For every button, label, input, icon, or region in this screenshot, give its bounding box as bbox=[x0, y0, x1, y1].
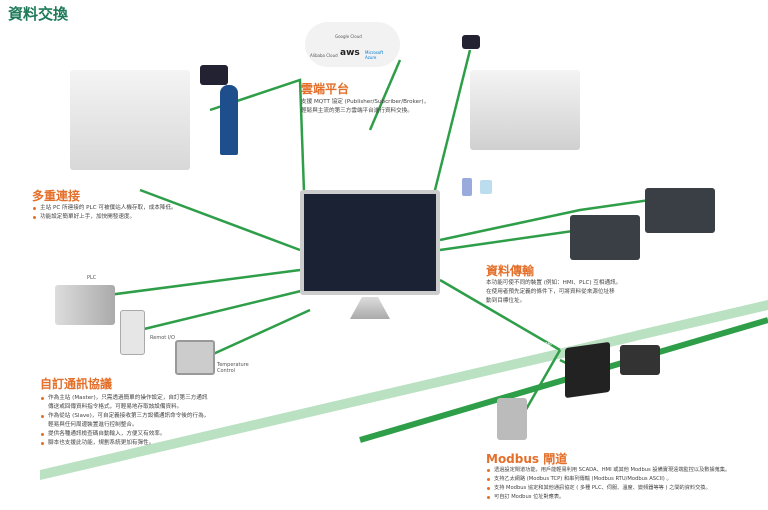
controller-image bbox=[645, 188, 715, 233]
factory-machine-image bbox=[70, 70, 190, 170]
cloud-heading: 雲端平台 bbox=[301, 82, 350, 96]
logo-alibaba-cloud: Alibaba Cloud bbox=[310, 53, 338, 58]
multi-heading: 多重連接 bbox=[32, 189, 81, 203]
remote-io-image bbox=[120, 310, 145, 355]
logo-google-cloud: Google Cloud bbox=[335, 34, 362, 39]
list-item: 可自訂 Modbus 位址對應表。 bbox=[486, 493, 768, 502]
logo-azure: Microsoft Azure bbox=[365, 50, 384, 60]
hmi-panel-image bbox=[462, 35, 480, 49]
list-item: 腳本也支援此功能，規劃系統更加有彈性。 bbox=[40, 439, 230, 448]
multi-list: 主站 PC 所連接的 PLC 可被僕站人機存取，成本降低。 功能設定簡單好上手，… bbox=[32, 204, 177, 222]
temp-label-2: Control bbox=[217, 368, 236, 374]
list-item: 透過設定閘道功能，用戶能輕易利用 SCADA、HMI 或其他 Modbus 設備… bbox=[486, 466, 768, 475]
operator-figure bbox=[220, 85, 238, 155]
transfer-text-1: 本功能可使不同的裝置 (例如：HMI、PLC) 互相通訊。 bbox=[486, 280, 622, 286]
pc-tower-image bbox=[497, 398, 527, 440]
transfer-heading: 資料傳輸 bbox=[486, 264, 535, 278]
list-item: 作為從站 (Slave)，可自定義接收第三方設備通訊命令後的行為， 輕易與任何周… bbox=[40, 412, 230, 430]
list-item: 支持 Modbus 協定和其他通訊協定 ( 多種 PLC、伺服、溫度、變頻器等等… bbox=[486, 484, 768, 493]
list-item-text: 作為主站 (Master)，只需透過簡單的操作設定，自訂第三方通訊 傳送或回傳資… bbox=[48, 395, 208, 410]
page-title: 資料交換 bbox=[8, 5, 69, 23]
hmi-panel-image bbox=[200, 65, 228, 85]
cloud-text-1: 支援 MQTT 協定 (Publisher/Subcriber/Broker)， bbox=[301, 99, 430, 105]
monitor-stand bbox=[350, 297, 390, 319]
list-item: 支持乙太網路 (Modbus TCP) 和串列傳輸 (Modbus RTU/Mo… bbox=[486, 475, 768, 484]
plc-image bbox=[55, 285, 115, 325]
laptop-image bbox=[620, 345, 660, 375]
usb-icon bbox=[462, 178, 472, 196]
temperature-controller-image bbox=[175, 340, 215, 375]
sd-card-icon bbox=[480, 180, 492, 194]
list-item: 提供各種通訊檢查碼自動輸入，方便又有效率。 bbox=[40, 430, 230, 439]
hmi-tablet-image bbox=[565, 341, 610, 399]
cloud-bubble bbox=[305, 22, 400, 67]
packaging-machine-image bbox=[470, 70, 580, 150]
cloud-text-2: 輕鬆與主流的第三方雲端平台進行資料交換。 bbox=[301, 108, 413, 114]
scada-monitor bbox=[300, 190, 440, 295]
transfer-text-2: 在使用者預先定義的條件下，可將資料從來源位址移 bbox=[486, 289, 615, 295]
list-item-text: 作為從站 (Slave)，可自定義接收第三方設備通訊命令後的行為， 輕易與任何周… bbox=[48, 413, 210, 428]
list-item: 主站 PC 所連接的 PLC 可被僕站人機存取，成本降低。 bbox=[32, 204, 177, 213]
temp-label-1: Temperature bbox=[217, 362, 249, 368]
custom-list: 作為主站 (Master)，只需透過簡單的操作設定，自訂第三方通訊 傳送或回傳資… bbox=[40, 394, 230, 448]
remote-io-label: Remot I/O bbox=[150, 335, 175, 341]
custom-heading: 自訂通訊協議 bbox=[40, 377, 113, 391]
logo-aws: aws bbox=[340, 48, 360, 58]
list-item: 作為主站 (Master)，只需透過簡單的操作設定，自訂第三方通訊 傳送或回傳資… bbox=[40, 394, 230, 412]
transfer-text-3: 動到目標位址。 bbox=[486, 298, 526, 304]
modbus-heading: Modbus 閘道 bbox=[486, 452, 568, 466]
list-item: 功能設定簡單好上手，加快開發速度。 bbox=[32, 213, 177, 222]
modbus-list: 透過設定閘道功能，用戶能輕易利用 SCADA、HMI 或其他 Modbus 設備… bbox=[486, 466, 768, 502]
plc-label: PLC bbox=[87, 275, 97, 281]
controller-image bbox=[570, 215, 640, 260]
